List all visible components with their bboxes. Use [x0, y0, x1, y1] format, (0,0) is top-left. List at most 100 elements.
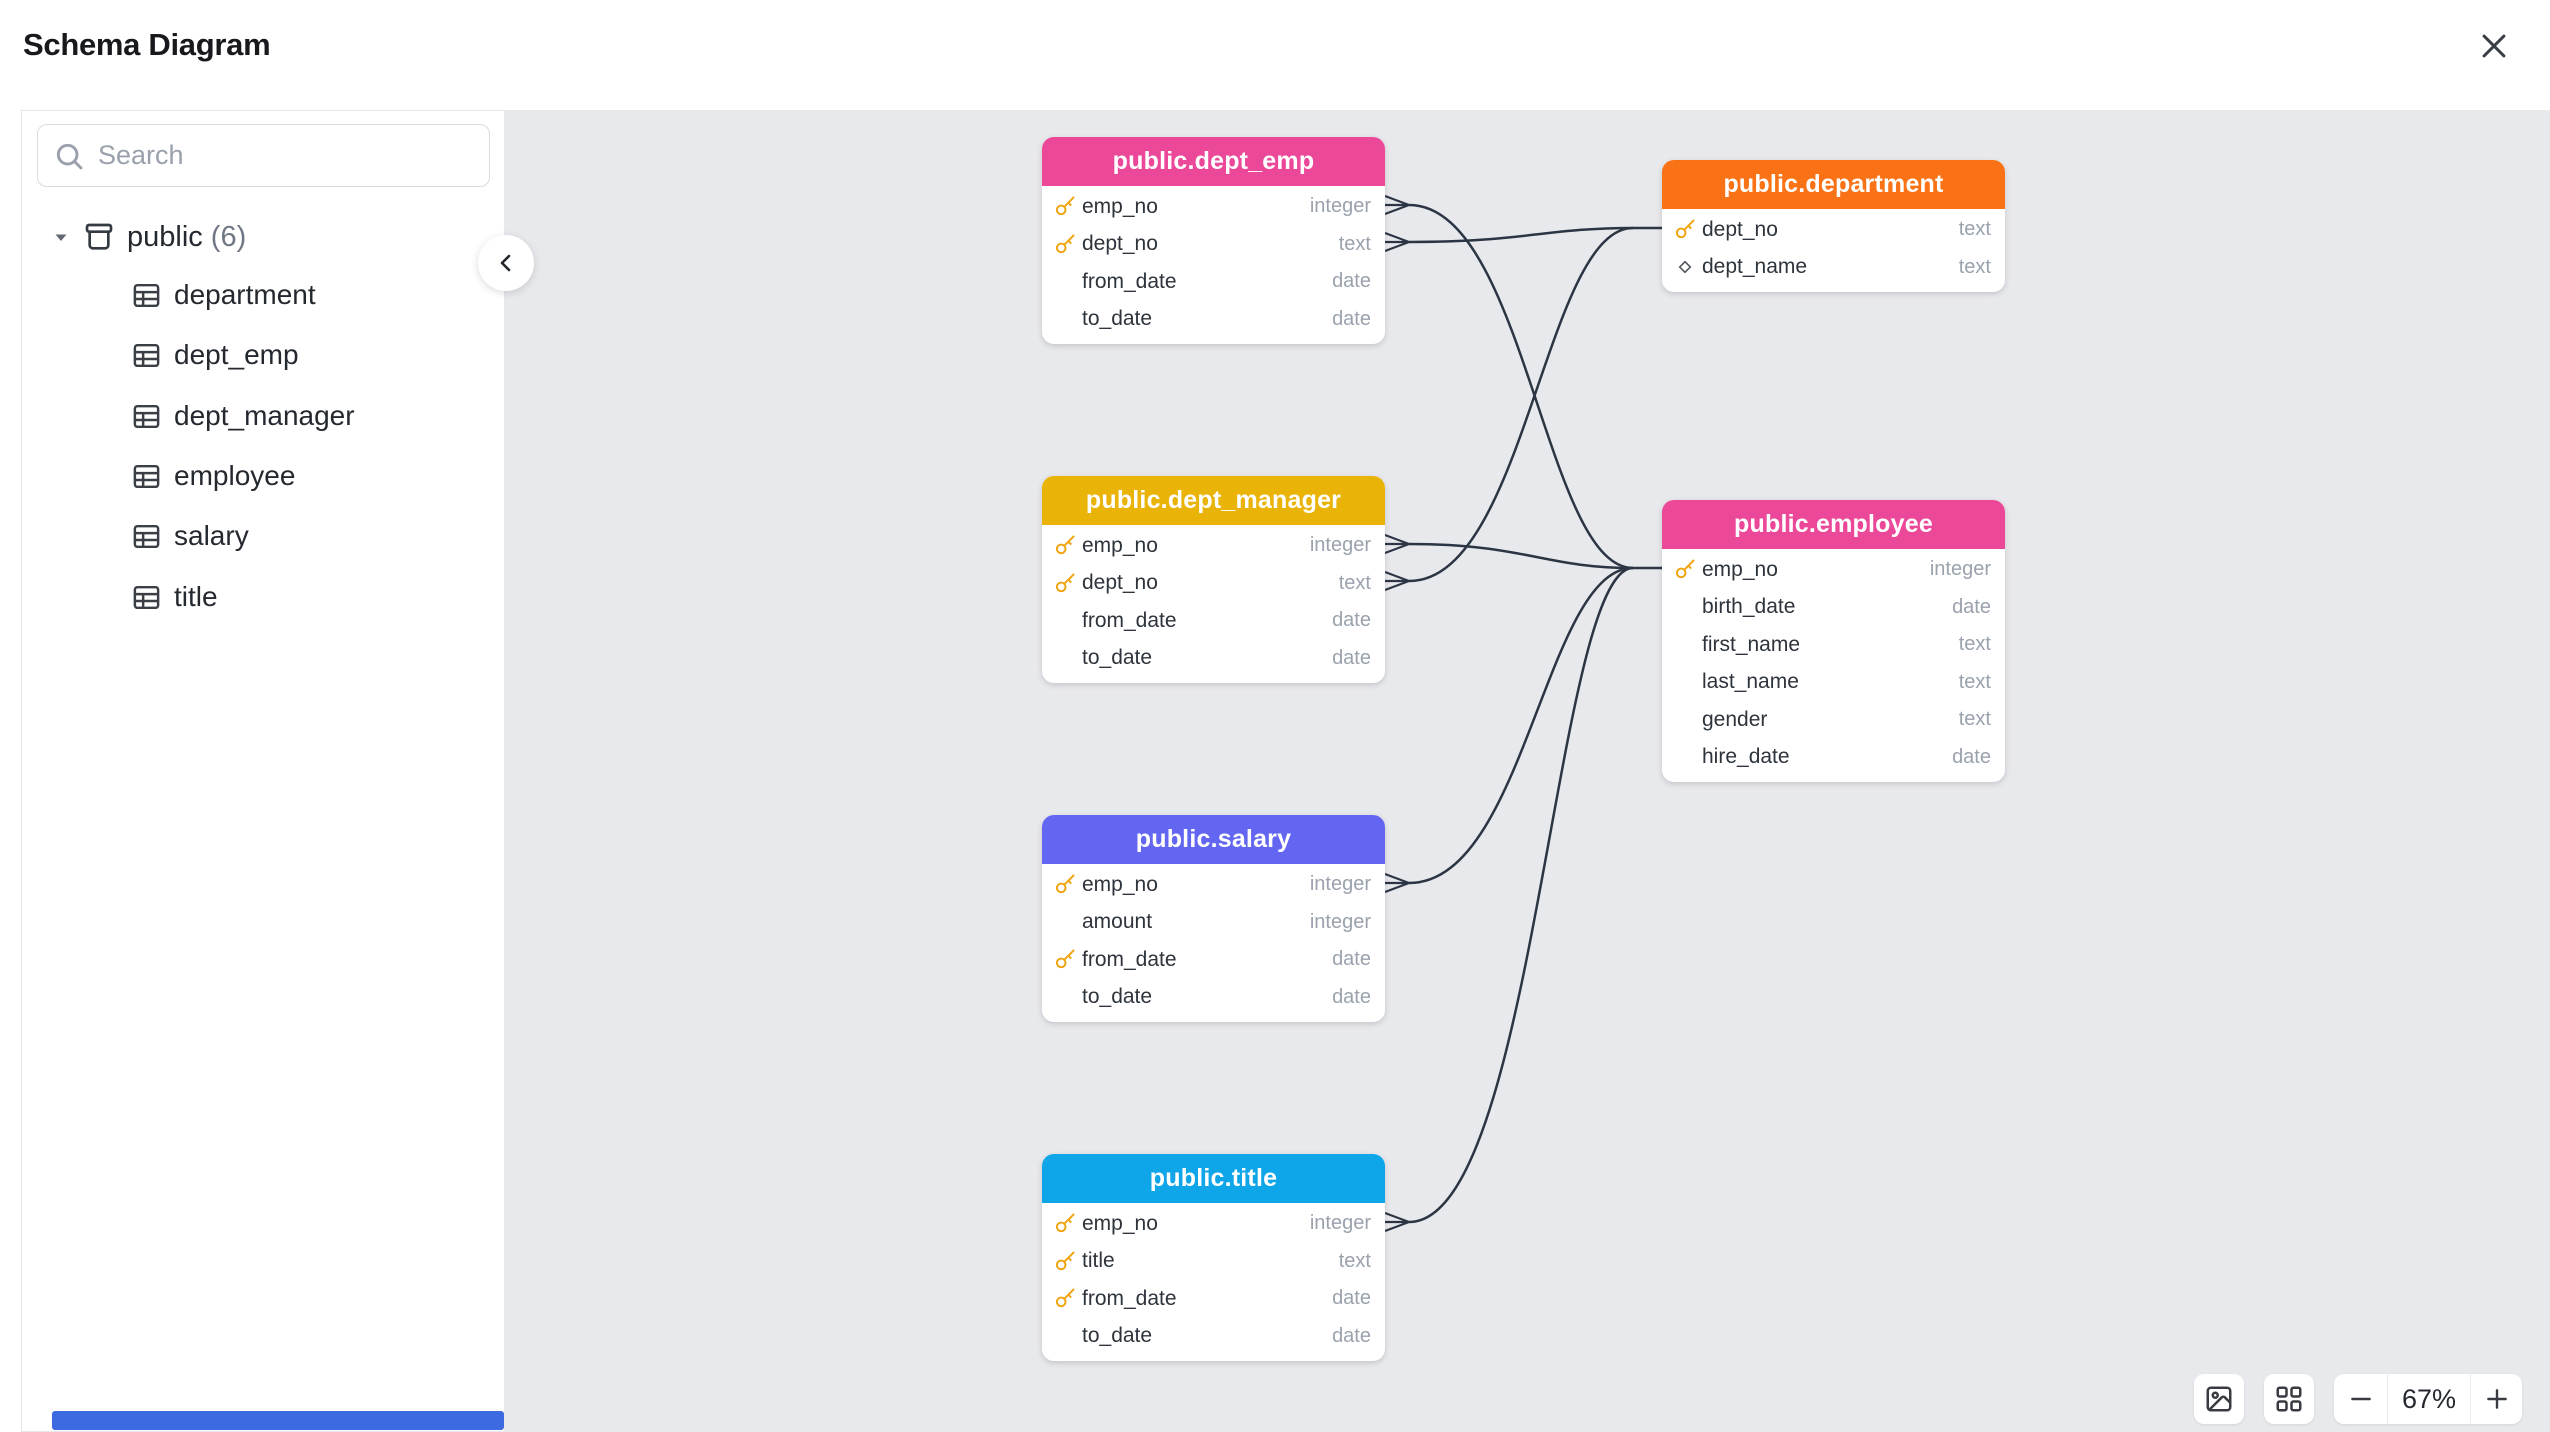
column-icon-placeholder [1052, 910, 1078, 934]
edge-dept_manager-employee [1408, 542, 1634, 570]
table-node-dept_manager[interactable]: public.dept_manager emp_no integer dept_… [1042, 476, 1385, 683]
column-name: to_date [1082, 985, 1153, 1009]
search-input[interactable] [37, 124, 490, 187]
column-name: dept_name [1702, 255, 1808, 279]
sidebar-scrollbar[interactable] [52, 1411, 504, 1430]
table-node-employee[interactable]: public.employee emp_no integer birth_dat… [1662, 500, 2005, 782]
column-row: hire_date date [1662, 739, 2005, 777]
column-type: date [1332, 948, 1371, 971]
table-node-salary[interactable]: public.salary emp_no integer amount inte… [1042, 815, 1385, 1022]
column-row: emp_no integer [1042, 866, 1385, 904]
primary-key-icon [1052, 948, 1078, 972]
table-node-header: public.dept_manager [1042, 476, 1385, 525]
schema-label: public [127, 220, 203, 253]
column-type: text [1958, 670, 1991, 693]
column-name: emp_no [1702, 557, 1778, 581]
column-icon-placeholder [1672, 633, 1698, 657]
column-icon-placeholder [1052, 1324, 1078, 1348]
table-icon [133, 464, 160, 488]
primary-key-icon [1052, 1212, 1078, 1236]
zoom-out-button[interactable] [2334, 1374, 2388, 1424]
column-name: dept_no [1082, 571, 1158, 595]
table-icon [133, 585, 160, 609]
zoom-level: 67% [2401, 1383, 2457, 1414]
table-icon [133, 343, 160, 367]
column-row: dept_no text [1042, 565, 1385, 603]
table-icon [133, 283, 160, 307]
zoom-in-button[interactable] [2470, 1374, 2522, 1424]
export-image-button[interactable] [2194, 1374, 2244, 1424]
chevron-left-icon [500, 254, 511, 272]
column-type: integer [1309, 910, 1371, 933]
column-name: from_date [1082, 947, 1177, 971]
table-node-rows: emp_no integer dept_no text from_date da… [1042, 525, 1385, 683]
column-row: title text [1042, 1243, 1385, 1281]
close-button[interactable] [2472, 24, 2516, 68]
table-node-header: public.employee [1662, 500, 2005, 549]
table-node-dept_emp[interactable]: public.dept_emp emp_no integer dept_no t… [1042, 137, 1385, 344]
column-name: dept_no [1082, 232, 1158, 256]
primary-key-icon [1052, 232, 1078, 256]
sidebar-item-employee[interactable]: employee [22, 452, 504, 500]
column-type: integer [1309, 873, 1371, 896]
sidebar-item-label: title [174, 581, 218, 612]
column-icon-placeholder [1052, 985, 1078, 1009]
column-row: emp_no integer [1042, 1205, 1385, 1243]
zoom-control-group: 67% [2334, 1374, 2522, 1424]
column-name: first_name [1702, 632, 1801, 656]
column-name: last_name [1702, 670, 1799, 694]
table-node-department[interactable]: public.department dept_no text dept_name… [1662, 160, 2005, 292]
column-name: from_date [1082, 269, 1177, 293]
column-row: gender text [1662, 701, 2005, 739]
column-row: dept_no text [1662, 211, 2005, 249]
schema-icon [85, 223, 113, 250]
column-type: date [1332, 307, 1371, 330]
column-row: dept_name text [1662, 249, 2005, 287]
column-type: text [1338, 232, 1371, 255]
primary-key-icon [1052, 1287, 1078, 1311]
column-row: first_name text [1662, 626, 2005, 664]
column-icon-placeholder [1672, 595, 1698, 619]
column-type: text [1958, 633, 1991, 656]
tree-schema-public[interactable]: public (6) [22, 214, 504, 260]
sidebar-item-label: dept_emp [174, 339, 299, 370]
column-name: emp_no [1082, 1211, 1158, 1235]
column-row: to_date date [1042, 1318, 1385, 1356]
table-icon [133, 524, 160, 548]
column-type: integer [1309, 195, 1371, 218]
relationship-edges [1384, 194, 1663, 1233]
title-bar: Schema Diagram [0, 0, 2550, 110]
table-node-title[interactable]: public.title emp_no integer title text f… [1042, 1154, 1385, 1361]
sidebar-item-department[interactable]: department [22, 271, 504, 319]
table-node-rows: emp_no integer title text from_date date… [1042, 1203, 1385, 1361]
column-name: title [1082, 1249, 1115, 1273]
primary-key-icon [1672, 558, 1698, 582]
caret-down-icon [55, 234, 67, 241]
auto-layout-button[interactable] [2264, 1374, 2314, 1424]
sidebar-item-title[interactable]: title [22, 573, 504, 621]
column-row: emp_no integer [1042, 188, 1385, 226]
column-type: text [1338, 571, 1371, 594]
column-name: emp_no [1082, 194, 1158, 218]
table-node-header: public.salary [1042, 815, 1385, 864]
search-icon [56, 143, 83, 170]
column-name: amount [1082, 910, 1153, 934]
column-type: date [1952, 745, 1991, 768]
sidebar-item-dept_emp[interactable]: dept_emp [22, 331, 504, 379]
diagram-canvas[interactable]: public.dept_emp emp_no integer dept_no t… [505, 110, 2550, 1432]
column-type: text [1958, 218, 1991, 241]
column-name: gender [1702, 707, 1768, 731]
table-node-header: public.dept_emp [1042, 137, 1385, 186]
sidebar-item-dept_manager[interactable]: dept_manager [22, 392, 504, 440]
column-type: date [1332, 1287, 1371, 1310]
column-type: date [1332, 646, 1371, 669]
column-name: dept_no [1702, 217, 1778, 241]
edge-dept_manager-department [1408, 226, 1634, 583]
page-title: Schema Diagram [23, 27, 271, 62]
sidebar-item-salary[interactable]: salary [22, 512, 504, 560]
collapse-sidebar-button[interactable] [478, 235, 534, 291]
column-row: from_date date [1042, 263, 1385, 301]
column-row: dept_no text [1042, 226, 1385, 264]
column-row: birth_date date [1662, 589, 2005, 627]
column-row: to_date date [1042, 640, 1385, 678]
